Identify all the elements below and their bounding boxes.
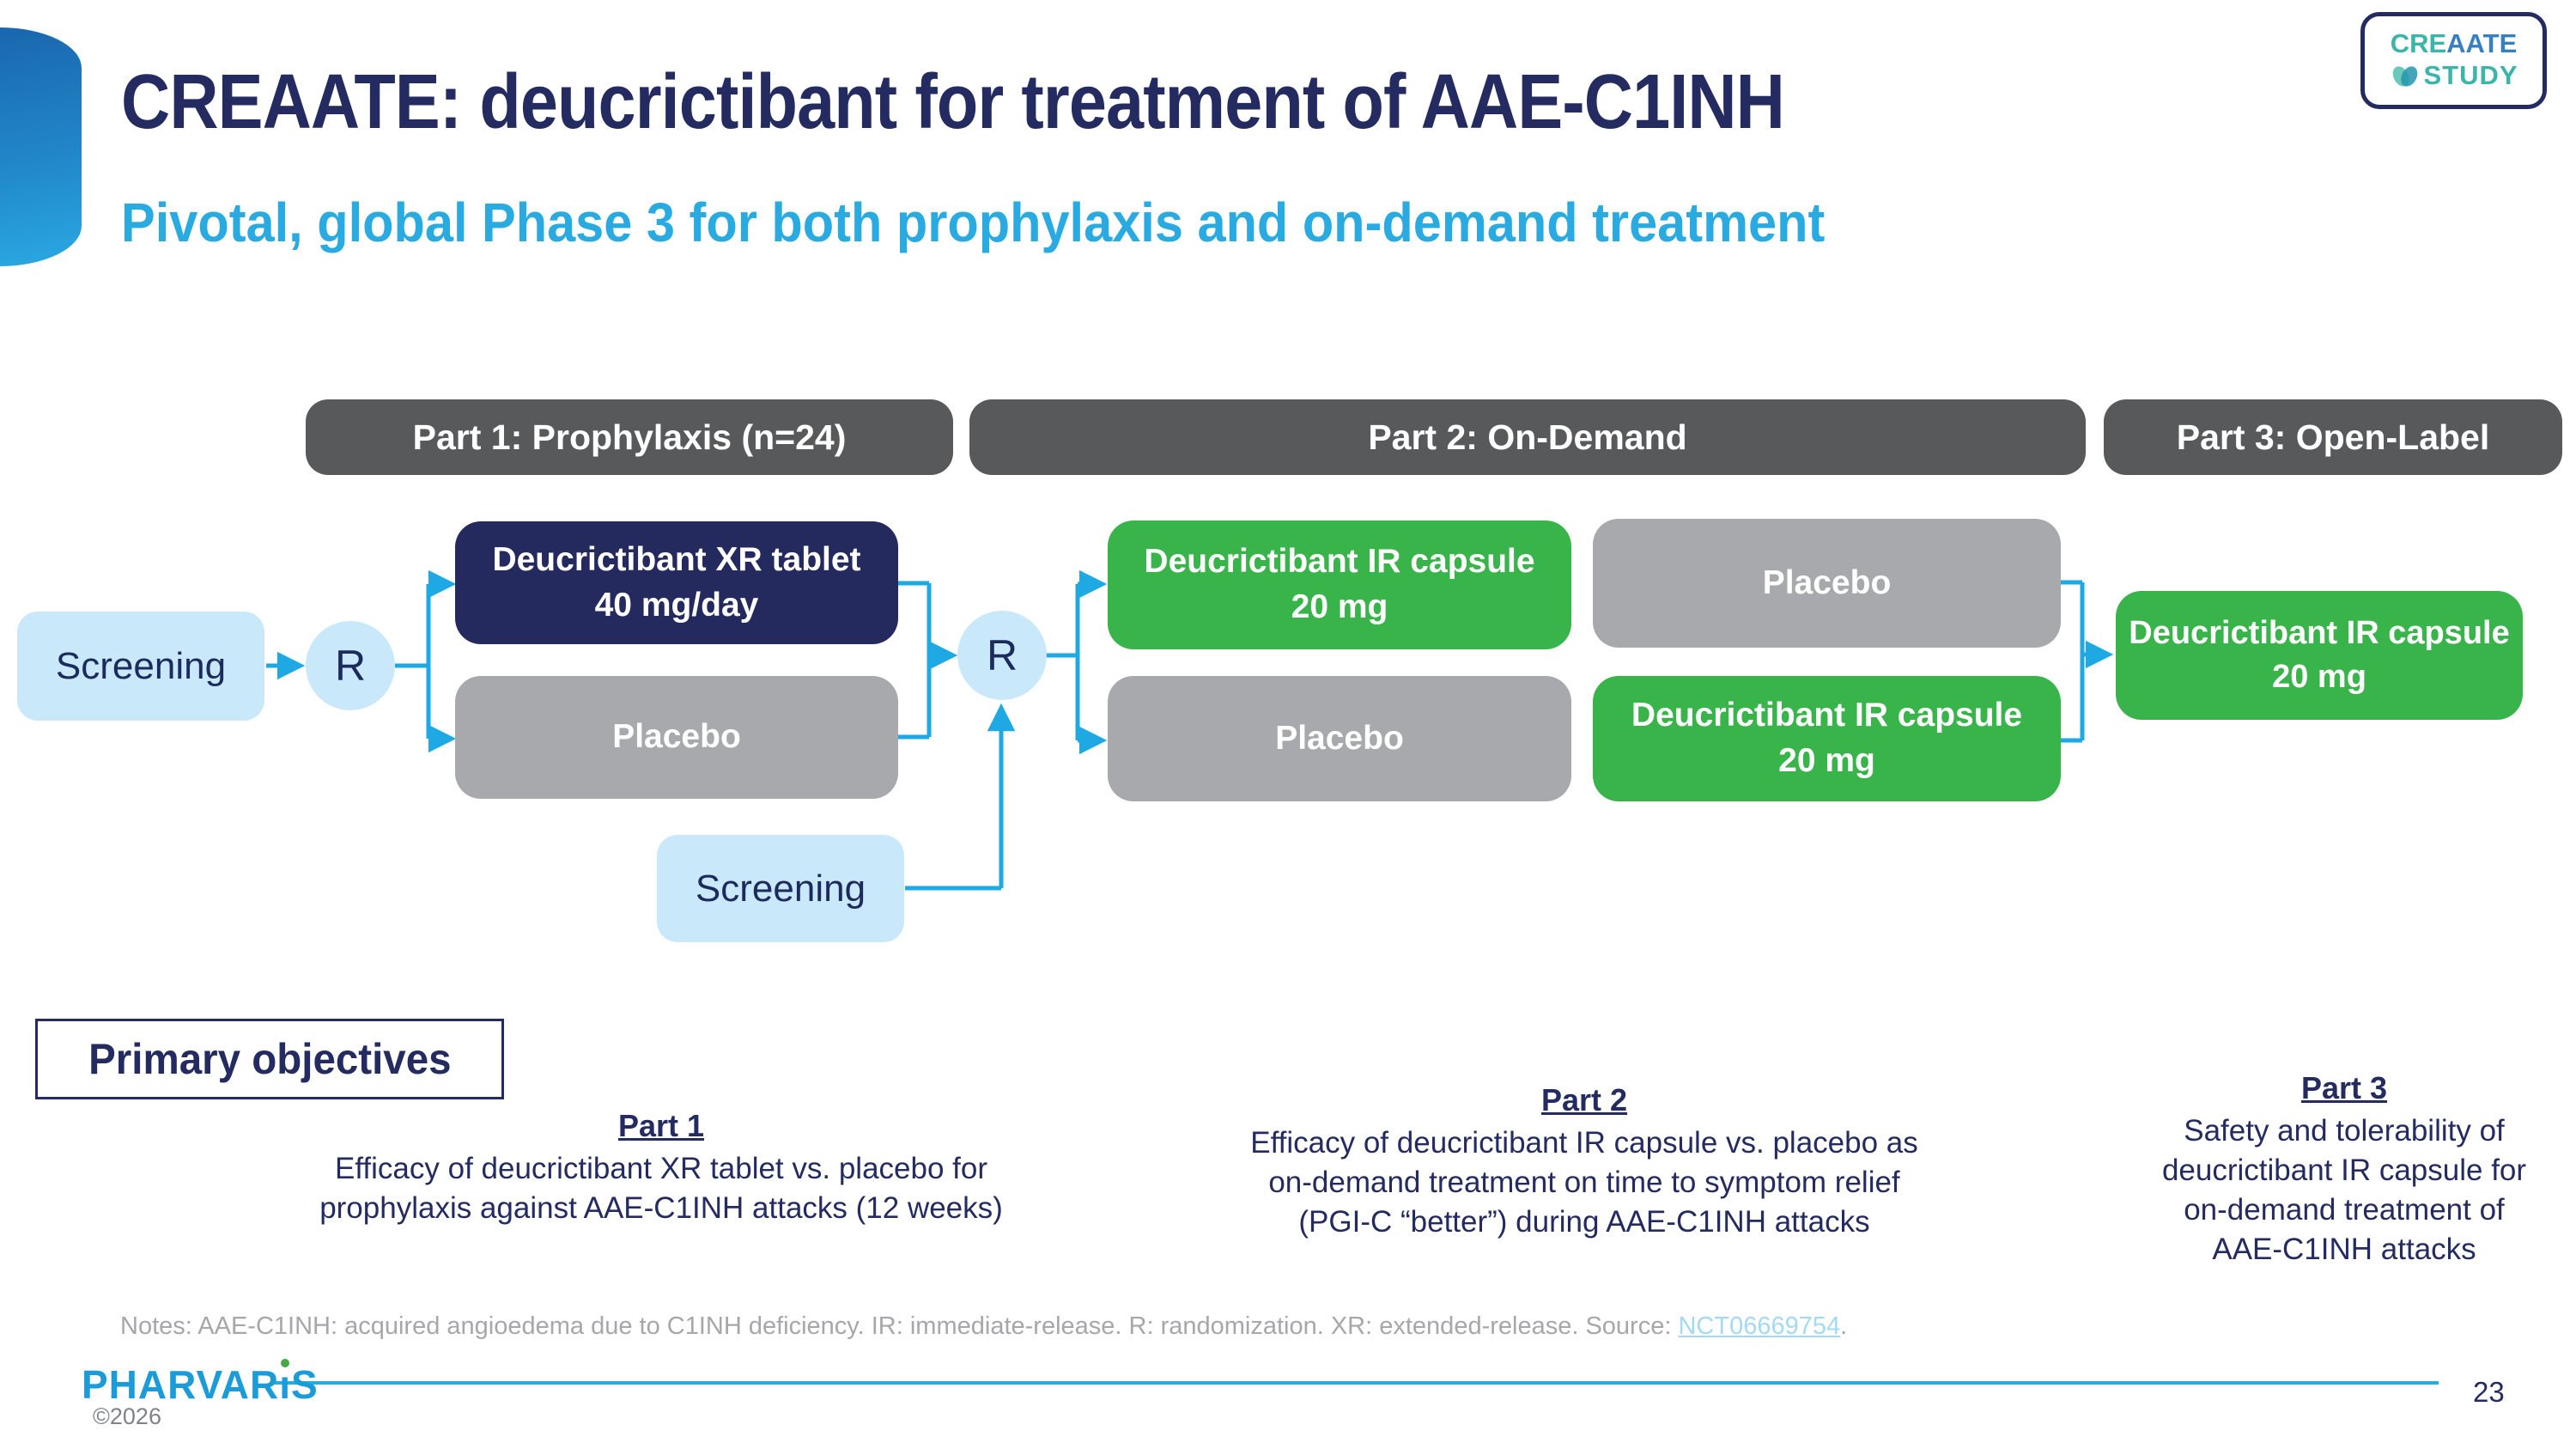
node-ir-capsule-part2-col1: Deucrictibant IR capsule 20 mg [1108, 521, 1571, 649]
heart-icon [2393, 65, 2418, 87]
footnotes-text: Notes: AAE-C1INH: acquired angioedema du… [120, 1312, 1679, 1340]
objective-part3-line: deucrictibant IR capsule for [2161, 1154, 2527, 1187]
objective-part1-line: Efficacy of deucrictibant XR tablet vs. … [334, 1152, 988, 1185]
node-ir-capsule-line2: 20 mg [1778, 742, 1875, 779]
nct-link[interactable]: NCT06669754 [1678, 1312, 1841, 1340]
page-number: 23 [2473, 1376, 2505, 1408]
node-xr-tablet-line2: 40 mg/day [594, 586, 759, 624]
logo-text-study: STUDY [2423, 60, 2518, 90]
footnotes-suffix: . [1840, 1312, 1848, 1340]
pharvaris-logo-text: PHARVAR [82, 1362, 280, 1407]
node-xr-tablet-line1: Deucrictibant XR tablet [492, 540, 861, 578]
node-randomization-2: R [957, 611, 1047, 700]
footnotes: Notes: AAE-C1INH: acquired angioedema du… [120, 1312, 1847, 1341]
pharvaris-logo-i: ı [279, 1362, 291, 1407]
objective-part2-line: Efficacy of deucrictibant IR capsule vs.… [1250, 1126, 1918, 1160]
part3-header-bar: Part 3: Open-Label [2104, 399, 2562, 475]
primary-objectives-box: Primary objectives [35, 1019, 504, 1099]
node-placebo-part1: Placebo [455, 676, 898, 799]
study-logo-line1: CREAATE [2391, 30, 2518, 57]
node-screening-1: Screening [17, 612, 264, 721]
objective-part2-line: on-demand treatment on time to symptom r… [1268, 1166, 1900, 1199]
node-placebo-part2-col1: Placebo [1108, 676, 1571, 801]
node-ir-capsule-line1: Deucrictibant IR capsule [1144, 543, 1535, 581]
objective-part1-line: prophylaxis against AAE-C1INH attacks (1… [319, 1191, 1003, 1225]
primary-objectives-label: Primary objectives [88, 1035, 452, 1083]
node-xr-tablet: Deucrictibant XR tablet 40 mg/day [455, 521, 898, 644]
objective-part1: Part 1 Efficacy of deucrictibant XR tabl… [275, 1106, 1048, 1228]
node-screening-2: Screening [657, 835, 904, 942]
copyright: ©2026 [93, 1403, 161, 1429]
node-ir-capsule-line2: 20 mg [2272, 659, 2366, 695]
node-ir-capsule-line1: Deucrictibant IR capsule [2129, 614, 2510, 651]
objective-part3-heading: Part 3 [2300, 1070, 2388, 1105]
objective-part3-line: AAE-C1INH attacks [2212, 1233, 2476, 1266]
part1-header-bar: Part 1: Prophylaxis (n=24) [306, 399, 953, 475]
footer-divider [275, 1381, 2439, 1385]
objective-part3-line: Safety and tolerability of [2184, 1114, 2505, 1148]
logo-text-aate: AATE [2446, 27, 2518, 58]
node-ir-capsule-part2-col2: Deucrictibant IR capsule 20 mg [1593, 676, 2061, 801]
objective-part3-line: on-demand treatment of [2184, 1193, 2505, 1227]
node-randomization-1: R [306, 621, 395, 710]
page-title: CREAATE: deucrictibant for treatment of … [121, 59, 1785, 145]
node-ir-capsule-part3: Deucrictibant IR capsule 20 mg [2116, 591, 2523, 720]
study-logo-line2: STUDY [2389, 59, 2518, 92]
logo-text-cre: CRE [2390, 27, 2447, 58]
node-ir-capsule-line2: 20 mg [1291, 588, 1388, 625]
objective-part3: Part 3 Safety and tolerability of deucri… [2087, 1068, 2576, 1269]
objective-part2: Part 2 Efficacy of deucrictibant IR caps… [1198, 1081, 1971, 1242]
page-subtitle: Pivotal, global Phase 3 for both prophyl… [121, 192, 1826, 253]
objective-part2-line: (PGI-C “better”) during AAE-C1INH attack… [1298, 1205, 1870, 1239]
objective-part1-heading: Part 1 [617, 1108, 705, 1143]
objective-part2-heading: Part 2 [1540, 1082, 1628, 1117]
study-logo-badge: CREAATE STUDY [2360, 12, 2547, 109]
part2-header-bar: Part 2: On-Demand [969, 399, 2086, 475]
pharvaris-logo: PHARVARıS [82, 1361, 319, 1408]
node-placebo-part2-col2: Placebo [1593, 519, 2061, 648]
decorative-arc [0, 27, 82, 266]
node-ir-capsule-line1: Deucrictibant IR capsule [1631, 697, 2023, 734]
pharvaris-logo-text-end: S [291, 1362, 319, 1407]
